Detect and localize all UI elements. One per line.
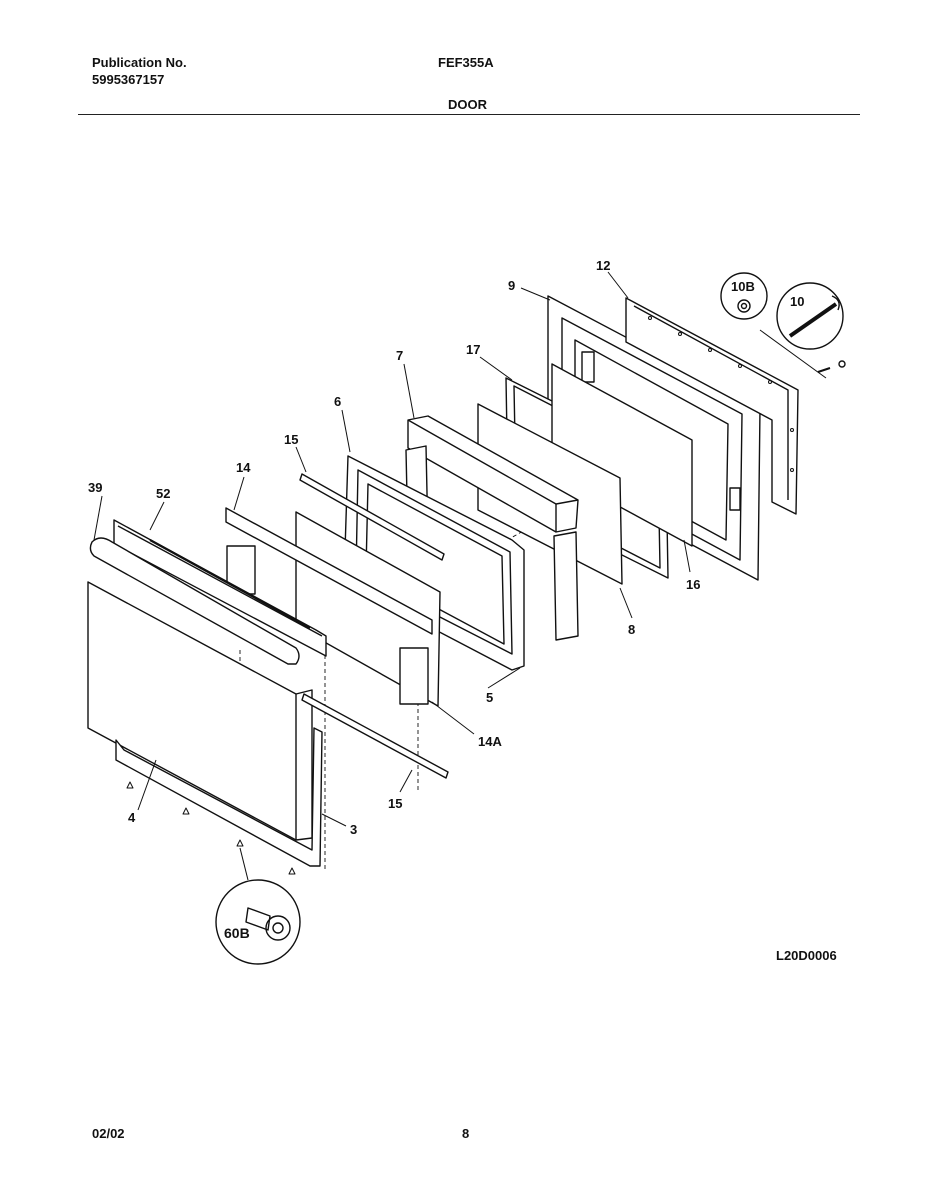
callout-10: 10	[790, 294, 804, 309]
drawing-id: L20D0006	[776, 948, 837, 963]
callout-15-bottom: 15	[388, 796, 402, 811]
callout-7: 7	[396, 348, 403, 363]
callout-5: 5	[486, 690, 493, 705]
model-number: FEF355A	[438, 55, 494, 70]
door-frame-part-4	[115, 727, 323, 867]
callout-6: 6	[334, 394, 341, 409]
spacer-block-2	[399, 647, 429, 705]
insulation-part-7	[407, 415, 579, 533]
callout-14A: 14A	[478, 734, 502, 749]
header-rule	[78, 114, 860, 115]
callout-15-top: 15	[284, 432, 298, 447]
outer-door-panel-part-3	[87, 581, 313, 841]
callout-14: 14	[236, 460, 251, 475]
publication-label: Publication No.	[92, 55, 187, 70]
callout-39: 39	[88, 480, 102, 495]
publication-number: 5995367157	[92, 72, 165, 87]
leader-lines	[93, 271, 691, 827]
callout-8: 8	[628, 622, 635, 637]
callout-9: 9	[508, 278, 515, 293]
footer-date: 02/02	[92, 1126, 125, 1141]
callout-17: 17	[466, 342, 480, 357]
screw-detail-60B	[215, 847, 301, 965]
callout-60B: 60B	[224, 925, 250, 941]
callout-16: 16	[686, 577, 700, 592]
vent-trim-part-52	[113, 519, 327, 657]
screw-markers	[126, 781, 296, 875]
footer-page-number: 8	[462, 1126, 470, 1141]
callout-3: 3	[350, 822, 357, 837]
door-handle-part-39	[89, 537, 300, 665]
hinge-detail	[720, 272, 846, 379]
glass-channel-part-15-bottom	[301, 693, 449, 779]
callout-12: 12	[596, 258, 610, 273]
inner-glass-part-16	[551, 363, 693, 547]
callout-10B: 10B	[731, 279, 755, 294]
callout-52: 52	[156, 486, 170, 501]
door-gasket-part-12	[625, 297, 799, 515]
insulation-strip-part-14A	[225, 507, 433, 635]
glass-channel-part-15-top	[299, 473, 445, 561]
glass-frame-part-6	[343, 455, 525, 671]
callout-4: 4	[128, 810, 136, 825]
section-title: DOOR	[448, 97, 487, 112]
